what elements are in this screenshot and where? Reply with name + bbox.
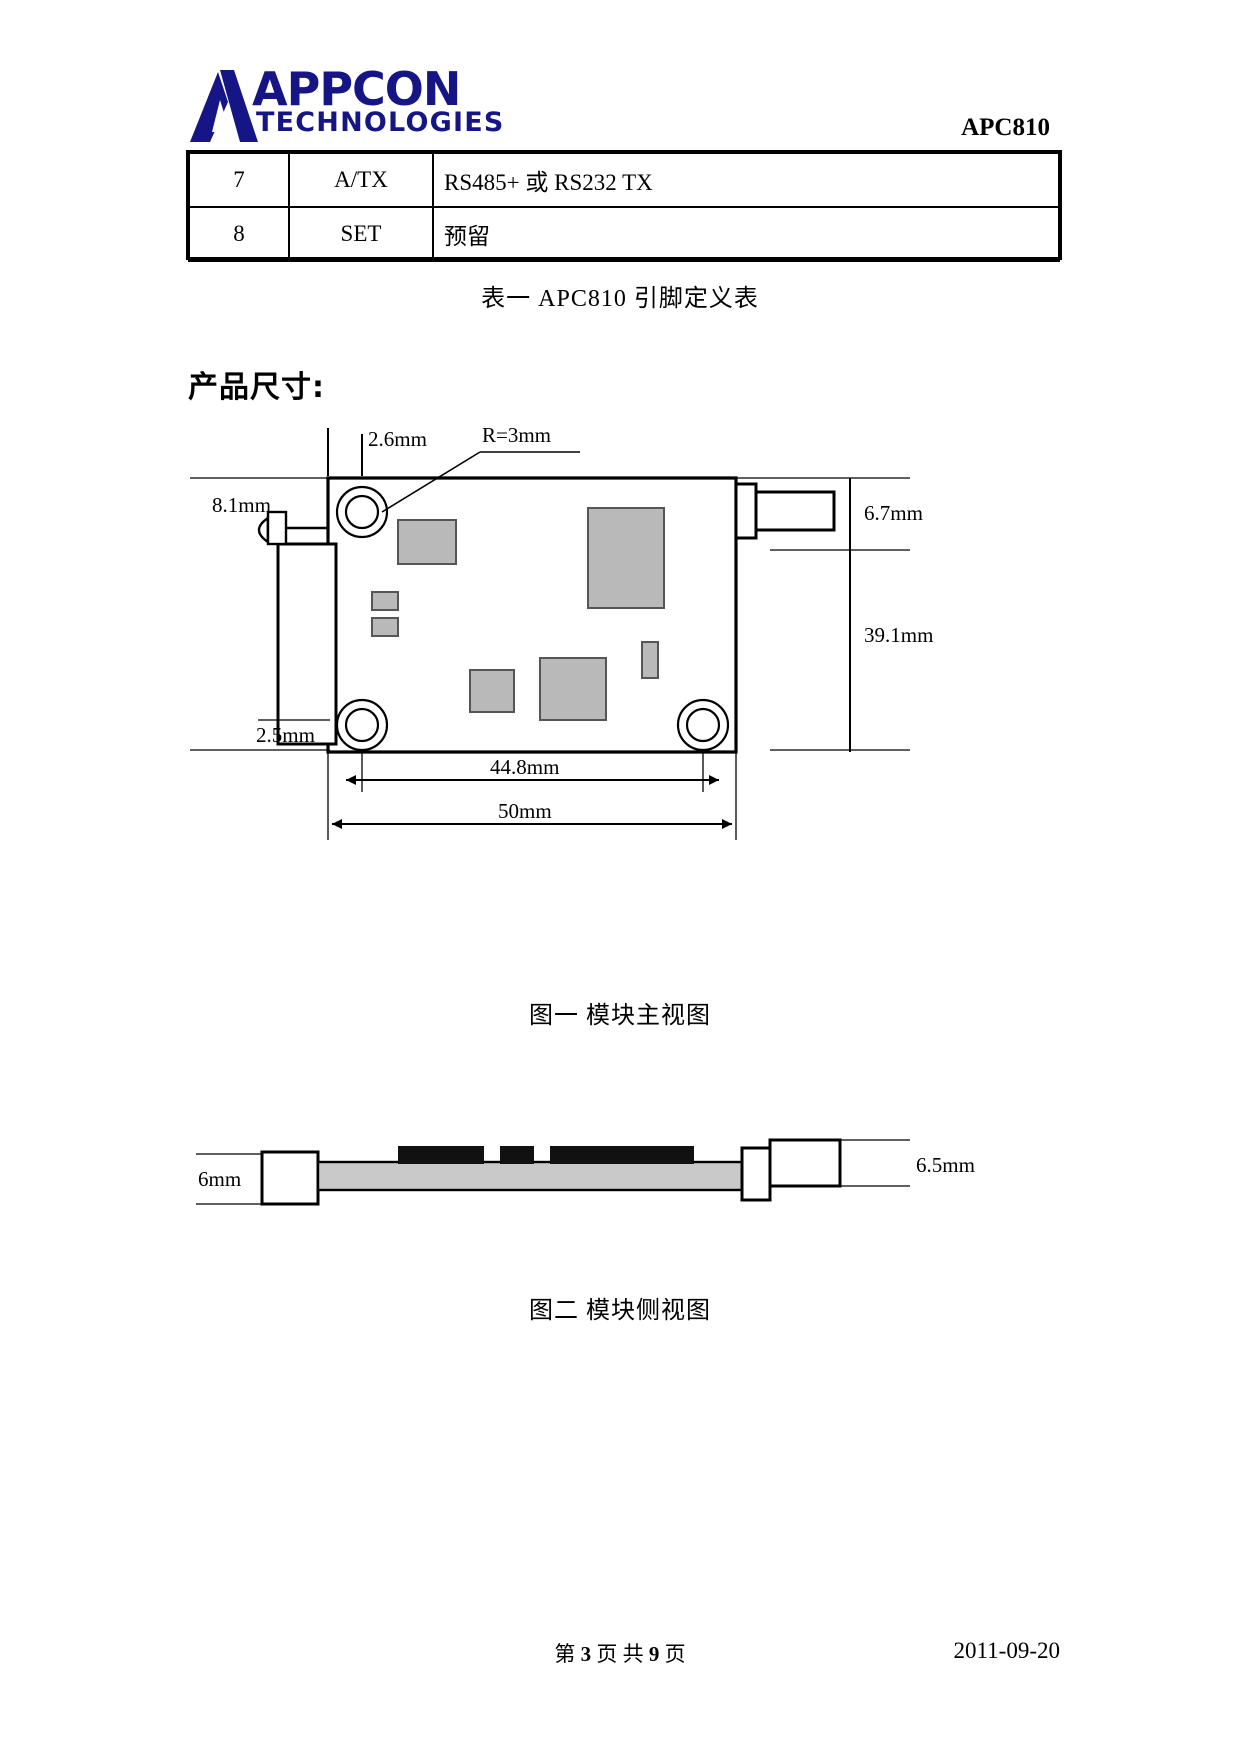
pin-table-body: 7 A/TX RS485+ 或 RS232 TX 8 SET 预留 [188,152,1060,262]
label-hole-span: 44.8mm [490,755,559,779]
page-suffix: 页 [664,1642,686,1666]
pin-desc-cell: RS485+ 或 RS232 TX [432,152,1060,208]
label-notch-width: 2.5mm [256,723,315,747]
label-pad-offset: 2.6mm [368,427,427,451]
page-title: 产品尺寸: [188,370,325,405]
pin-desc-cell: 预留 [432,206,1060,262]
pin-name-cell: SET [288,206,434,262]
figure-front-view: 2.6mm R=3mm 8.1mm 6.7mm 39.1mm 2.5mm 44.… [190,423,933,840]
label-corner-radius: R=3mm [482,423,551,447]
label-side-right-height: 6.5mm [916,1153,975,1177]
page-prefix: 第 [554,1642,576,1666]
label-board-height: 39.1mm [864,623,933,647]
label-side-left-height: 6mm [198,1167,241,1191]
page-total: 9 [648,1642,660,1666]
page-number-line: 第 3 页 共 9 页 [0,1638,1240,1668]
figure2-caption: 图二 模块侧视图 [529,1298,711,1324]
pin-number-cell: 7 [188,152,290,208]
page-mid: 页 共 [596,1642,644,1666]
table-row: 7 A/TX RS485+ 或 RS232 TX [188,152,1060,208]
triangle-a-logo-icon [190,70,258,142]
label-board-width: 50mm [498,799,552,823]
pin-definition-table: 7 A/TX RS485+ 或 RS232 TX 8 SET 预留 [188,152,1060,262]
footer-date: 2011-09-20 [953,1638,1060,1663]
pin-name-cell: A/TX [288,152,434,208]
page-footer: 第 3 页 共 9 页 2011-09-20 [0,1638,1240,1674]
table-caption: 表一 APC810 引脚定义表 [481,286,759,312]
figure1-caption: 图一 模块主视图 [529,1003,711,1029]
logo-brand-text: APPCON [252,62,461,116]
document-code: APC810 [961,114,1050,141]
logo-sub-text: TECHNOLOGIES [256,107,505,138]
page-number: 3 [580,1642,592,1666]
page-header: APPCON TECHNOLOGIES APC810 [190,62,1050,148]
figure-side-view: 6mm 6.5mm [196,1138,975,1206]
appcon-logo: APPCON TECHNOLOGIES [190,62,550,146]
label-led-length: 8.1mm [212,493,271,517]
pin-number-cell: 8 [188,206,290,262]
table-row: 8 SET 预留 [188,206,1060,262]
label-connector-height: 6.7mm [864,501,923,525]
